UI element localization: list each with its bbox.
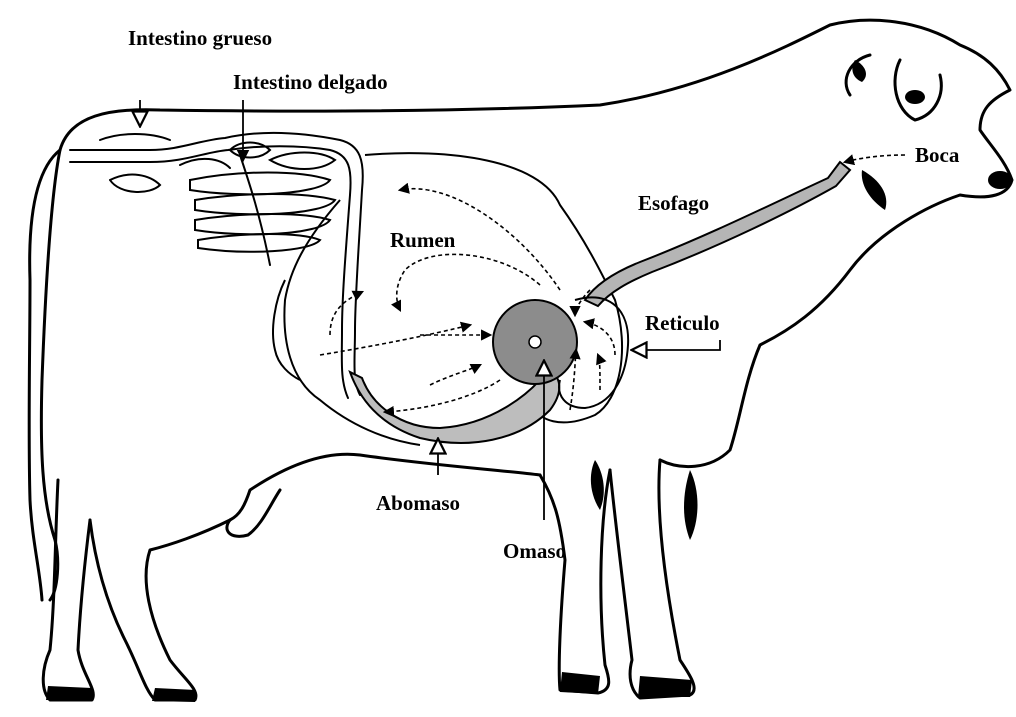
label-reticulo: Reticulo xyxy=(645,313,720,334)
esophagus-tube xyxy=(585,162,850,306)
label-intestino-grueso: Intestino grueso xyxy=(128,28,272,49)
label-intestino-delgado: Intestino delgado xyxy=(233,72,388,93)
label-esofago: Esofago xyxy=(638,193,709,214)
label-pointer-lines xyxy=(140,100,720,520)
omasum-organ xyxy=(493,300,577,384)
label-omaso: Omaso xyxy=(503,541,566,562)
label-boca: Boca xyxy=(915,145,959,166)
label-abomaso: Abomaso xyxy=(376,493,460,514)
label-rumen: Rumen xyxy=(390,230,455,251)
intestine-loops xyxy=(70,133,363,398)
